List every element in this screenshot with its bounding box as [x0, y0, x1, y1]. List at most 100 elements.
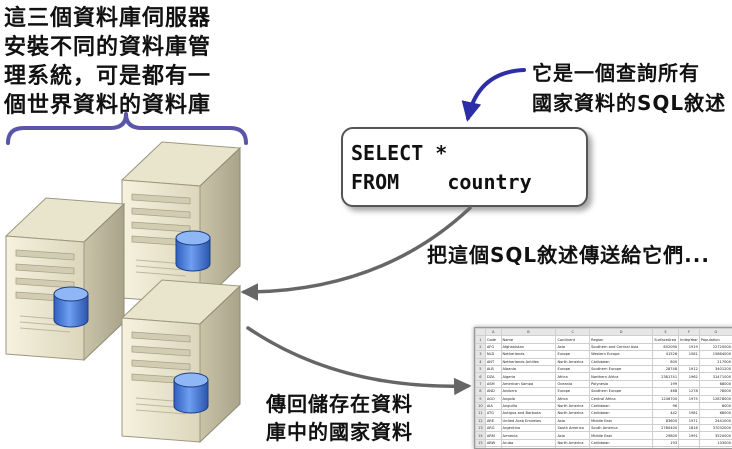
- sheet-column-letter: A: [485, 329, 501, 336]
- sheet-header-cell: Code: [485, 336, 501, 343]
- sheet-cell: 1278: [679, 388, 700, 395]
- database-server-bottom: [122, 280, 240, 442]
- sheet-row-number: 9: [476, 395, 486, 402]
- sheet-header-cell: Region: [590, 336, 653, 343]
- sheet-cell: 2381741: [653, 373, 679, 380]
- sheet-row-number: 6: [476, 373, 486, 380]
- sheet-cell: Northern Africa: [590, 373, 653, 380]
- sheet-cell: Andorra: [501, 388, 556, 395]
- sheet-cell: 96: [653, 402, 679, 409]
- sheet-cell: Europe: [556, 388, 590, 395]
- server-icon: [6, 198, 124, 360]
- sheet-cell: Netherlands Antilles: [501, 358, 556, 365]
- sheet-cell: Afghanistan: [501, 343, 556, 350]
- database-server-left: [6, 198, 124, 360]
- sheet-cell: 29800: [653, 432, 679, 439]
- sheet-cell: Africa: [556, 373, 590, 380]
- return-arrow: [248, 328, 468, 386]
- sheet-cell: Caribbean: [590, 402, 653, 409]
- sheet-cell: Western Europe: [590, 351, 653, 358]
- sheet-cell: 1246700: [653, 395, 679, 402]
- sheet-header-cell: Name: [501, 336, 556, 343]
- sheet-cell: Caribbean: [590, 410, 653, 417]
- sheet-cell: ABW: [485, 439, 501, 446]
- sheet-cell: Armenia: [501, 432, 556, 439]
- sheet-cell: North America: [556, 410, 590, 417]
- sheet-cell: 8000: [699, 402, 732, 409]
- sheet-row-number: 15: [476, 439, 486, 446]
- sheet-cell: Caribbean: [590, 358, 653, 365]
- sheet-cell: 41526: [653, 351, 679, 358]
- sheet-row-number: 14: [476, 432, 486, 439]
- sheet-row-number: 7: [476, 380, 486, 387]
- sheet-cell: 2441000: [699, 417, 732, 424]
- sheet-cell: 1912: [679, 365, 700, 372]
- sheet-row-number: 8: [476, 388, 486, 395]
- sheet-cell: AGO: [485, 395, 501, 402]
- sheet-cell: 1991: [679, 432, 700, 439]
- sheet-cell: Asia: [556, 417, 590, 424]
- sheet-cell: 1816: [679, 425, 700, 432]
- sheet-cell: Caribbean: [590, 439, 653, 446]
- sheet-row-number: 2: [476, 343, 486, 350]
- sheet-cell: 468: [653, 388, 679, 395]
- sheet-cell: Oceania: [556, 380, 590, 387]
- sheet-cell: DZA: [485, 373, 501, 380]
- sheet-header-cell: Continent: [556, 336, 590, 343]
- sheet-cell: 193: [653, 439, 679, 446]
- sheet-cell: North America: [556, 358, 590, 365]
- sheet-cell: 31471000: [699, 373, 732, 380]
- sheet-cell: ARE: [485, 417, 501, 424]
- sheet-cell: 68000: [699, 380, 732, 387]
- sheet-cell: [679, 358, 700, 365]
- sheet-cell: [679, 439, 700, 446]
- sheet-row-number: 5: [476, 365, 486, 372]
- sheet-cell: ASM: [485, 380, 501, 387]
- sheet-cell: Polynesia: [590, 380, 653, 387]
- sheet-cell: Southern Europe: [590, 365, 653, 372]
- sheet-cell: Antigua and Barbuda: [501, 410, 556, 417]
- brace: [8, 114, 246, 143]
- sheet-cell: 1971: [679, 417, 700, 424]
- pointer-arrow: [468, 70, 524, 118]
- sheet-cell: 442: [653, 410, 679, 417]
- sheet-row-number: 12: [476, 417, 486, 424]
- sheet-cell: [679, 402, 700, 409]
- sheet-cell: ANT: [485, 358, 501, 365]
- sheet-cell: United Arab Emirates: [501, 417, 556, 424]
- sheet-header-cell: IndepYear: [679, 336, 700, 343]
- sheet-cell: 103000: [699, 439, 732, 446]
- sheet-cell: 1981: [679, 410, 700, 417]
- sheet-cell: South America: [590, 425, 653, 432]
- sheet-cell: Europe: [556, 365, 590, 372]
- sheet-cell: Southern and Central Asia: [590, 343, 653, 350]
- sheet-column-letter: F: [679, 329, 700, 336]
- sheet-cell: Africa: [556, 395, 590, 402]
- sheet-cell: 15864000: [699, 351, 732, 358]
- sheet-cell: 12878000: [699, 395, 732, 402]
- sheet-cell: Netherlands: [501, 351, 556, 358]
- sheet-cell: ARG: [485, 425, 501, 432]
- sheet-row-number: 10: [476, 402, 486, 409]
- sheet-cell: 3520000: [699, 432, 732, 439]
- sheet-cell: Albania: [501, 365, 556, 372]
- sheet-cell: 78000: [699, 388, 732, 395]
- sheet-cell: Central Africa: [590, 395, 653, 402]
- sheet-cell: 3401200: [699, 365, 732, 372]
- sheet-column-letter: E: [653, 329, 679, 336]
- sheet-cell: 28748: [653, 365, 679, 372]
